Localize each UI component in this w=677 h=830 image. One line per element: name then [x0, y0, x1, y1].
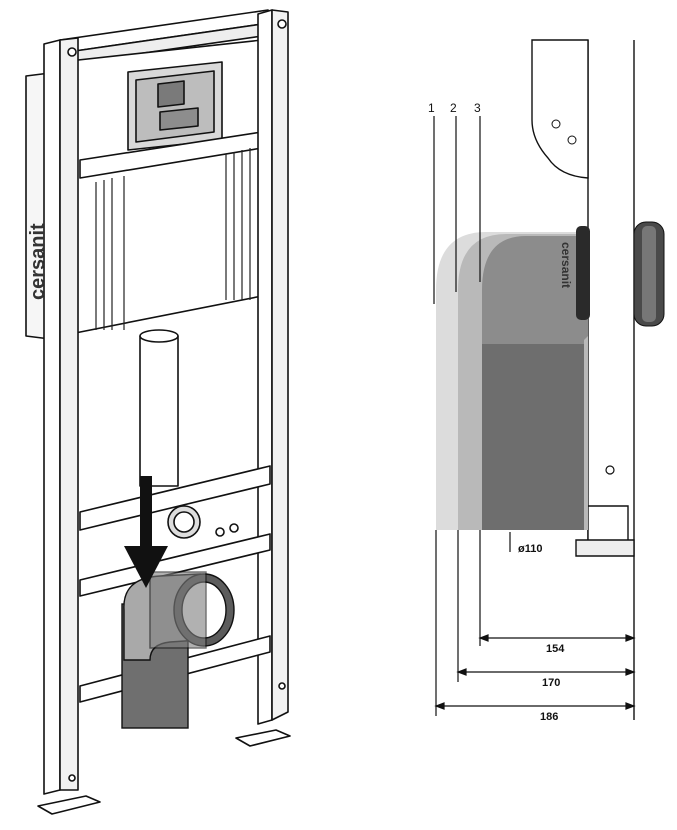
side-section-view: cersanit 1 2 3 ø110 154 — [428, 39, 665, 723]
position-3-label: 3 — [474, 101, 481, 115]
dimension-186 — [434, 702, 636, 710]
down-arrow-icon — [124, 476, 168, 588]
bolt-icon — [605, 465, 615, 475]
dimension-154 — [478, 634, 636, 642]
elbow-brand-label: cersanit — [559, 242, 573, 288]
waste-elbow — [121, 571, 235, 729]
position-1-label: 1 — [428, 101, 435, 115]
frame-brand-label: cersanit — [27, 223, 49, 300]
dimension-170 — [456, 668, 636, 676]
dimension-186-label: 186 — [540, 711, 558, 723]
dimension-170-label: 170 — [542, 677, 560, 689]
position-2-label: 2 — [450, 101, 457, 115]
dimension-154-label: 154 — [546, 643, 565, 655]
diameter-label: ø110 — [518, 543, 542, 555]
